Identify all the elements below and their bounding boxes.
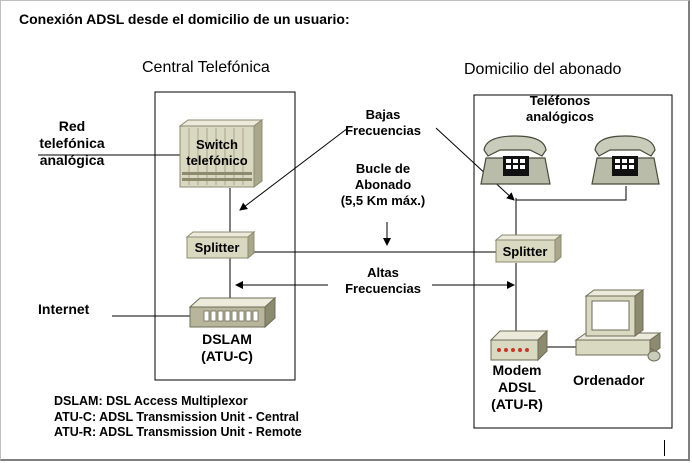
bajas-frecuencias-label: Bajas Frecuencias <box>345 107 421 138</box>
phone-icon-left <box>480 135 551 185</box>
central-box <box>154 91 296 381</box>
bucle-abonado-label: Bucle de Abonado (5,5 Km máx.) <box>340 161 426 208</box>
computer-icon <box>574 289 662 362</box>
text-cursor <box>664 440 665 456</box>
splitter-domicilio: Splitter <box>494 233 563 264</box>
modem-icon <box>489 329 549 362</box>
legend-item-atu-c: ATU-C: ADSL Transmission Unit - Central <box>54 409 299 424</box>
legend: DSLAM: DSL Access Multiplexor ATU-C: ADS… <box>54 394 302 441</box>
splitter-central: Splitter <box>185 230 256 260</box>
ordenador-label: Ordenador <box>573 372 645 388</box>
internet-label: Internet <box>38 301 90 317</box>
domicilio-title: Domicilio del abonado <box>464 61 622 78</box>
switch-label-2: telefónico <box>186 153 247 168</box>
dslam-icon <box>188 296 277 329</box>
switch-label-1: Switch <box>196 137 238 152</box>
phone2-line <box>516 186 627 201</box>
bajas-arrow-right <box>435 127 515 201</box>
switch-icon: Switch telefónico <box>178 119 264 188</box>
legend-item-dslam: DSLAM: DSL Access Multiplexor <box>54 394 248 408</box>
central-title: Central Telefónica <box>142 59 270 76</box>
red-telefonica-label: Red telefónica analógica <box>39 118 105 168</box>
dslam-label: DSLAM (ATU-C) <box>201 331 253 364</box>
splitter-domicilio-label: Splitter <box>503 244 548 259</box>
bajas-arrow-left <box>239 127 349 211</box>
legend-item-atu-r: ATU-R: ADSL Transmission Unit - Remote <box>54 425 302 439</box>
altas-frecuencias-label: Altas Frecuencias <box>345 265 421 296</box>
telefonos-label: Teléfonos analógicos <box>526 93 594 124</box>
splitter-central-label: Splitter <box>195 240 240 255</box>
modem-label: Modem ADSL (ATU-R) <box>491 362 543 412</box>
domicilio-box <box>473 94 673 429</box>
diagram-heading: Conexión ADSL desde el domicilio de un u… <box>19 11 350 27</box>
phone-icon-right <box>591 135 660 185</box>
